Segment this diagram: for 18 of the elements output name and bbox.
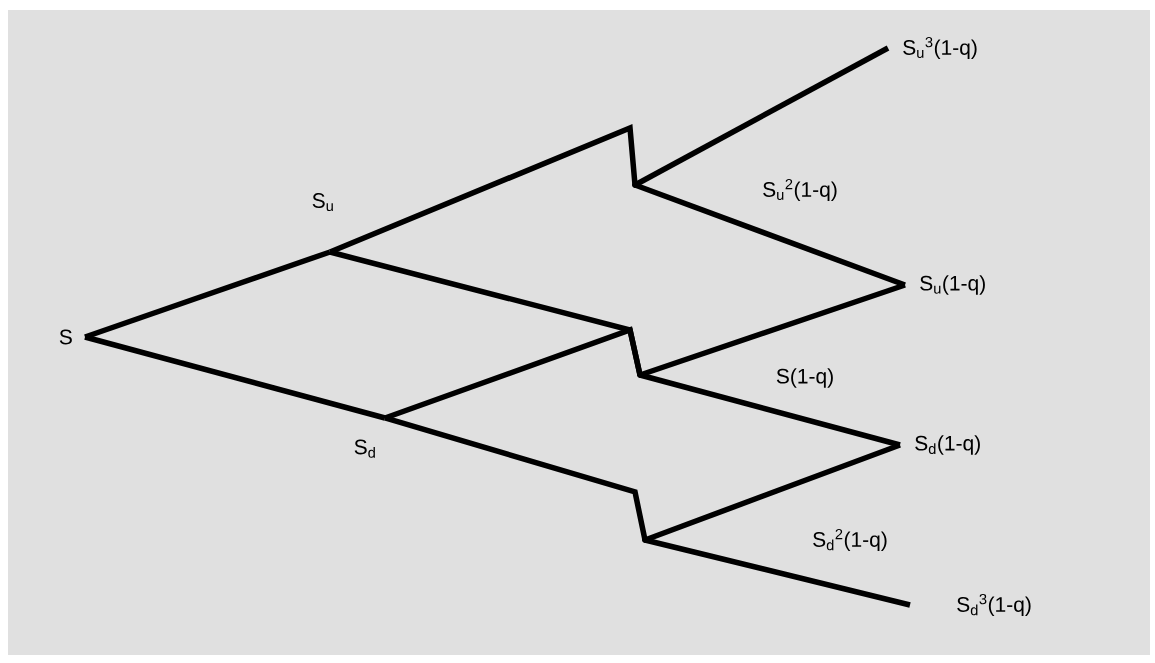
price-label: S <box>59 329 72 345</box>
price-label: S$_{u}$$^{2}$(1-q) <box>763 178 837 202</box>
price-label: S$_{d}$$^{2}$(1-q) <box>813 528 887 552</box>
tree-branch <box>84 334 386 421</box>
tree-branch <box>384 326 643 421</box>
tree-branch <box>634 182 906 288</box>
price-label: S$_{u}$(1-q) <box>920 275 985 295</box>
tree-branch <box>384 415 648 541</box>
price-label: S$_{d}$ <box>354 439 375 458</box>
price-label: S$_{d}$(1-q) <box>915 435 980 455</box>
price-label: S$_{d}$$^{3}$(1-q) <box>957 593 1031 617</box>
tree-branch <box>639 372 901 448</box>
price-label: S(1-q) <box>776 368 833 388</box>
price-label: S$_{u}$ <box>312 193 333 212</box>
price-label: S$_{u}$$^{3}$(1-q) <box>903 36 977 60</box>
tree-branch <box>84 249 331 340</box>
tree-branch <box>644 537 911 608</box>
tree-branch <box>639 282 906 378</box>
